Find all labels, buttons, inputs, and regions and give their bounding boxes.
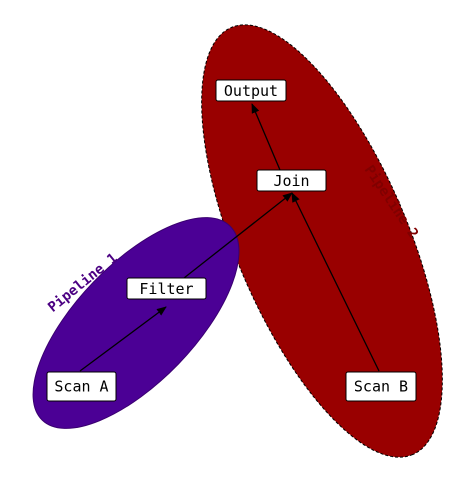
edges [79,103,380,372]
edge-scan-a-to-filter [79,306,167,372]
edge-filter-to-join [183,192,293,279]
node-scan-a-label: Scan A [54,378,108,396]
node-filter[interactable]: Filter [126,277,207,300]
node-scan-a[interactable]: Scan A [46,371,117,402]
node-filter-label: Filter [139,280,193,298]
node-output[interactable]: Output [215,79,287,102]
node-output-label: Output [224,82,278,100]
edge-scan-b-to-join [291,192,380,372]
pipeline-2-region [201,24,443,458]
node-scan-b[interactable]: Scan B [345,371,417,402]
node-join-label: Join [273,172,309,190]
edge-join-to-output [251,103,281,171]
node-scan-b-label: Scan B [354,378,408,396]
node-join[interactable]: Join [256,169,327,192]
